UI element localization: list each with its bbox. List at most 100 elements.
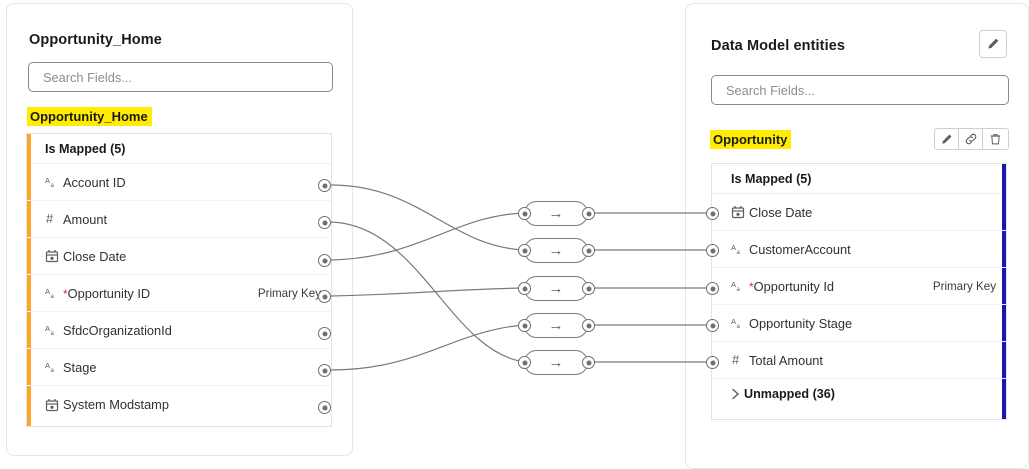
source-field-name: Close Date [63,248,127,264]
svg-text:A: A [731,243,736,252]
entity-edit-button[interactable] [935,129,959,149]
mapping-node-out-port[interactable] [582,282,595,295]
target-field-name: Total Amount [749,352,823,368]
date-field-icon [727,205,749,219]
source-port-system-modstamp[interactable] [318,401,331,414]
svg-text:a: a [51,331,55,337]
target-search-input[interactable] [724,81,996,99]
mapping-node[interactable]: → [524,350,588,375]
mapping-node-in-port[interactable] [518,282,531,295]
source-port-close-date[interactable] [318,254,331,267]
unmapped-group-toggle[interactable]: Unmapped (36) [712,379,1006,409]
entity-action-group[interactable] [934,128,1009,150]
mapping-node[interactable]: → [524,313,588,338]
wire-stage [330,324,526,371]
mapping-node[interactable]: → [524,201,588,226]
wire-opportunity-id [330,287,526,297]
source-search-input[interactable] [41,68,320,86]
source-group-header: Is Mapped (5) [27,134,331,164]
svg-text:a: a [737,324,741,330]
number-field-icon: # [727,353,749,367]
target-port-opportunity-id[interactable] [706,282,719,295]
target-port-total-amount[interactable] [706,356,719,369]
mapping-node-out-port[interactable] [582,356,595,369]
mapping-arrow-icon: → [548,205,564,222]
table-row[interactable]: # Amount [27,201,331,238]
target-search-field[interactable] [711,75,1009,105]
trash-icon [990,134,1000,145]
target-port-close-date[interactable] [706,207,719,220]
target-port-opportunity-stage[interactable] [706,319,719,332]
source-field-name: Stage [63,359,97,375]
svg-text:A: A [45,287,50,296]
source-port-amount[interactable] [318,216,331,229]
table-row[interactable]: Close Date [712,194,1006,231]
unmapped-group-label: Unmapped (36) [744,387,835,401]
entity-link-button[interactable] [959,129,983,149]
date-field-icon [41,398,63,412]
mapping-node-out-port[interactable] [582,319,595,332]
target-panel-title: Data Model entities [711,38,846,54]
source-panel-card: Opportunity_Home Opportunity_Home Is Map… [6,3,353,456]
source-field-name: SfdcOrganizationId [63,322,172,338]
target-entity-label: Opportunity [710,130,792,149]
source-port-sfdcorganizationid[interactable] [318,327,331,340]
svg-text:A: A [731,317,736,326]
svg-text:a: a [51,368,55,374]
target-port-customeraccount[interactable] [706,244,719,257]
source-field-name: Opportunity ID [67,285,151,301]
svg-text:A: A [731,280,736,289]
mapping-node-in-port[interactable] [518,207,531,220]
mapping-node-in-port[interactable] [518,356,531,369]
table-row[interactable]: System Modstamp [27,386,331,423]
number-field-icon: # [41,212,63,226]
svg-text:a: a [51,294,55,300]
mapping-node-in-port[interactable] [518,319,531,332]
source-port-opportunity-id[interactable] [318,290,331,303]
target-field-name-wrap: *Opportunity Id [749,279,933,294]
mapping-node[interactable]: → [524,276,588,301]
table-row[interactable]: Close Date [27,238,331,275]
primary-key-badge: Primary Key [932,279,996,293]
source-field-name: Amount [63,211,108,227]
source-search-field[interactable] [28,62,333,92]
target-accent-bar [1002,164,1006,419]
svg-text:A: A [45,361,50,370]
edit-data-model-button[interactable] [979,30,1007,58]
mapping-node[interactable]: → [524,238,588,263]
pencil-icon [942,134,952,144]
source-entity-label: Opportunity_Home [27,107,152,126]
source-port-stage[interactable] [318,364,331,377]
wire-close-date [330,212,526,261]
svg-text:a: a [737,250,741,256]
chevron-right-icon [726,388,744,400]
table-row[interactable]: # Total Amount [712,342,1006,379]
mapping-arrow-icon: → [548,242,564,259]
primary-key-badge: Primary Key [257,286,321,300]
mapping-node-in-port[interactable] [518,244,531,257]
mapping-node-out-port[interactable] [582,207,595,220]
date-field-icon [41,249,63,263]
target-field-name: CustomerAccount [749,241,851,257]
source-port-account-id[interactable] [318,179,331,192]
mapping-node-out-port[interactable] [582,244,595,257]
link-icon [965,133,976,145]
entity-delete-button[interactable] [983,129,1007,149]
svg-text:#: # [732,353,740,367]
target-group-header: Is Mapped (5) [712,164,1006,194]
required-marker: * [63,286,68,301]
target-field-name: Close Date [749,204,813,220]
